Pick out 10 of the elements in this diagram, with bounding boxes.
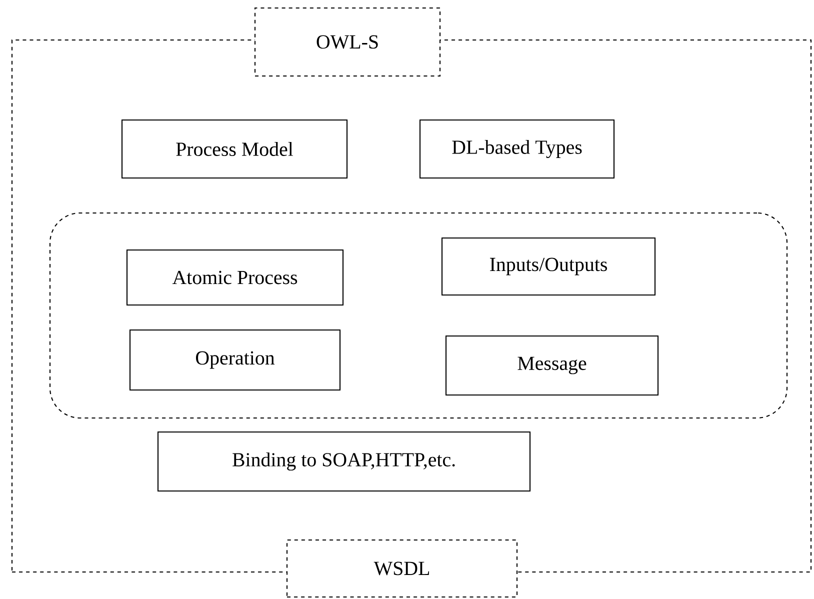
process-box: Message — [445, 335, 659, 396]
process-box: Atomic Process — [126, 249, 344, 306]
process-box: Process Model — [121, 119, 348, 179]
process-box: DL-based Types — [419, 119, 615, 179]
process-box: Inputs/Outputs — [441, 237, 656, 296]
label-box: WSDL — [286, 539, 518, 598]
process-box: Operation — [129, 329, 341, 391]
process-box: Binding to SOAP,HTTP,etc. — [157, 431, 531, 492]
dashed-group — [49, 212, 788, 419]
label-box: OWL-S — [254, 7, 441, 77]
